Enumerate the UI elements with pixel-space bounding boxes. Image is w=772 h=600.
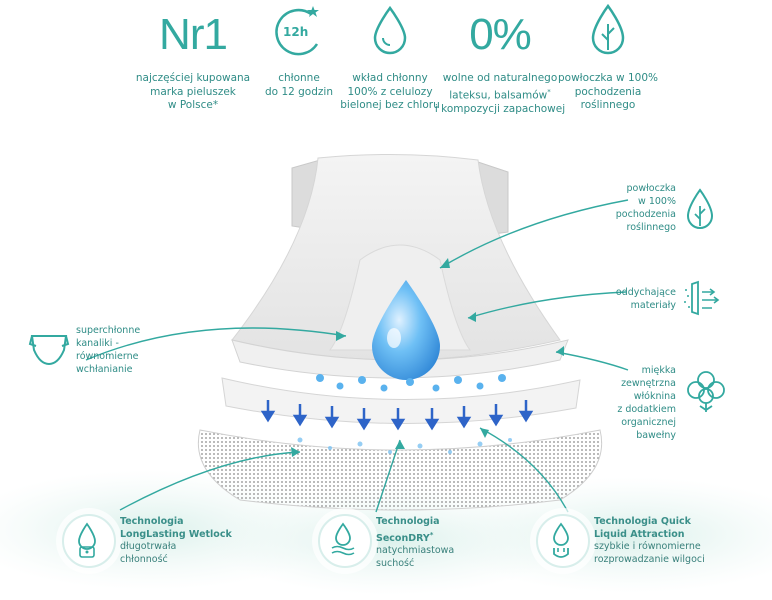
water-drop-icon [373, 5, 407, 55]
leaf-drop-icon [686, 188, 714, 229]
breathable-icon [684, 280, 720, 316]
drop-layers-icon [331, 522, 355, 556]
cotton-icon [687, 371, 725, 412]
feature-nr1: Nr1 najczęściej kupowana marka pieluszek… [118, 0, 268, 113]
leaf-drop-icon [591, 3, 625, 55]
zero-percent-icon: 0% [469, 10, 532, 59]
svg-text:12h: 12h [283, 25, 308, 39]
diaper-icon [28, 335, 70, 366]
feature-zero: 0% wolne od naturalnego lateksu, balsamó… [430, 0, 570, 116]
feature-cellulose: wkład chłonny 100% z celulozy bielonej b… [330, 0, 450, 113]
clock-moon-12h-icon: 12h [275, 6, 319, 56]
nr1-icon: Nr1 [159, 10, 228, 59]
feature-plant-coating: powłoczka w 100% pochodzenia roślinnego [548, 0, 668, 113]
magnet-drop-icon [553, 522, 569, 558]
lock-drop-icon [78, 522, 96, 558]
feature-12h: 12h chłonne do 12 godzin [244, 0, 354, 99]
